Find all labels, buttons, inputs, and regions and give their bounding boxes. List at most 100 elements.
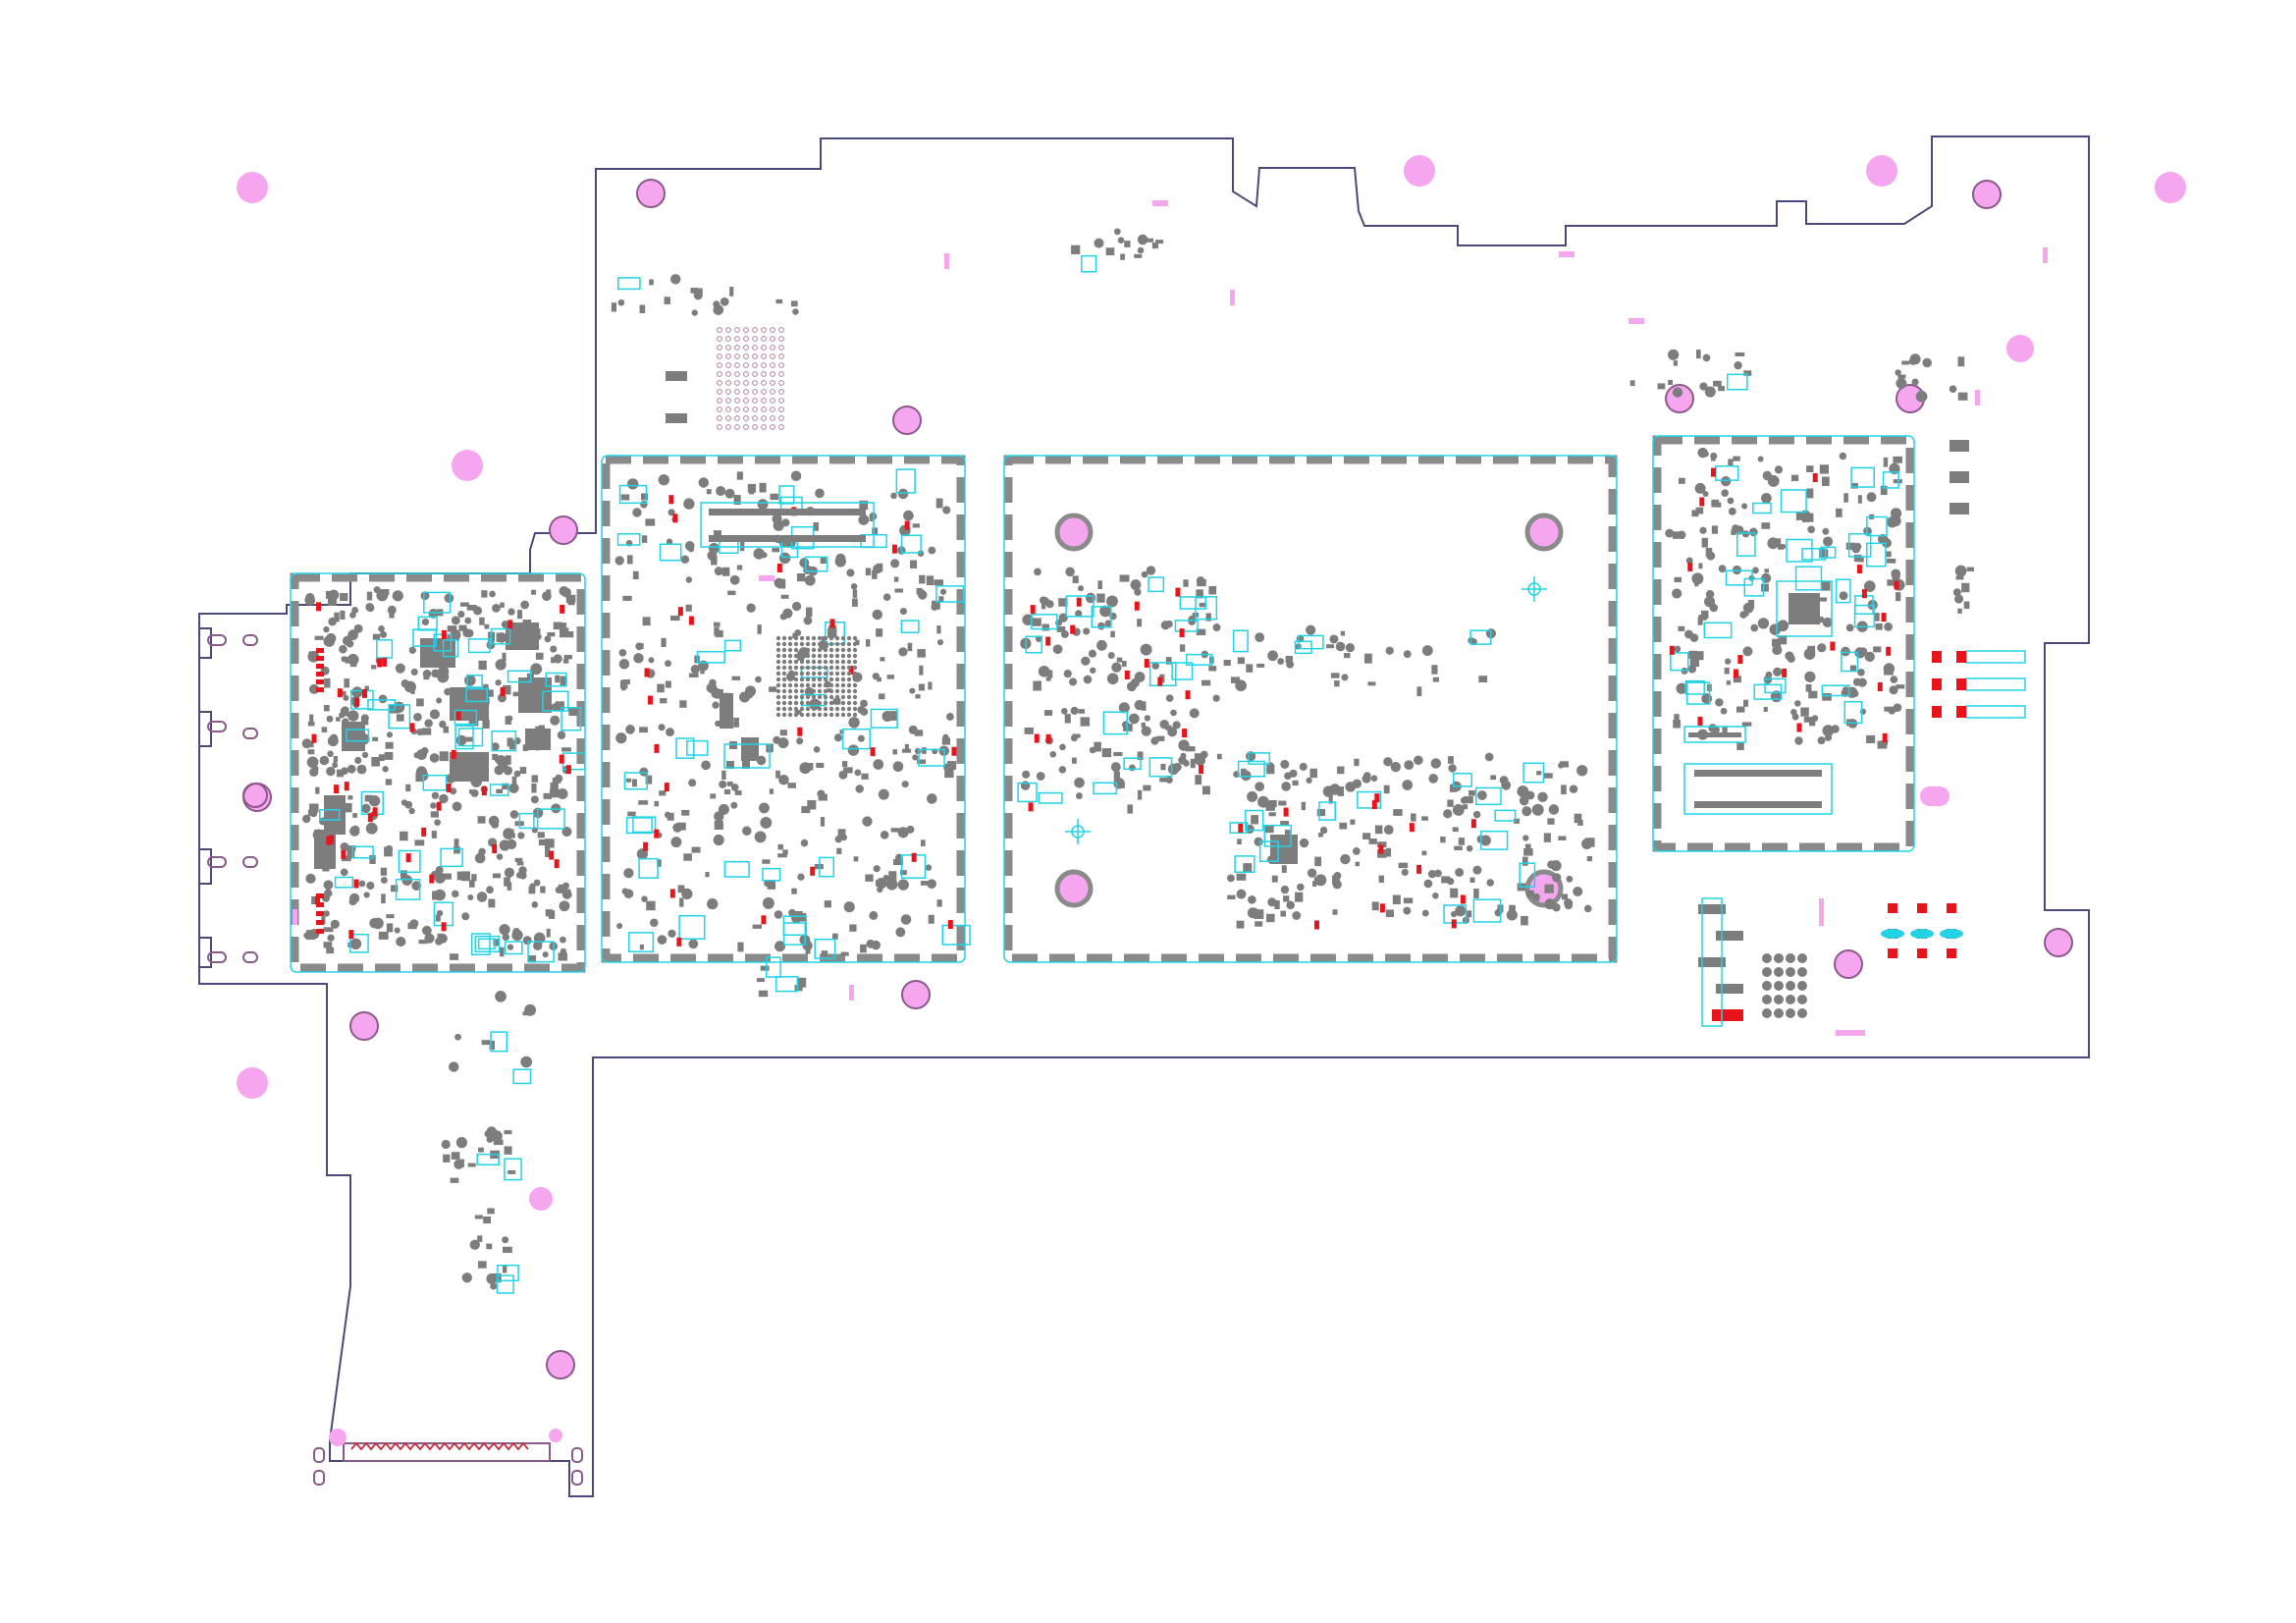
pad-icon — [1190, 758, 1196, 769]
pad-icon — [752, 345, 758, 351]
pad-icon — [560, 604, 565, 614]
pad-icon — [1952, 588, 1961, 597]
pad-icon — [1141, 726, 1151, 736]
pad-icon — [1522, 835, 1529, 841]
pad-icon — [1385, 847, 1392, 857]
pad-icon — [1774, 1008, 1784, 1018]
pad-icon — [639, 643, 644, 650]
pad-icon — [345, 802, 352, 813]
pad-icon — [345, 656, 349, 664]
pad-icon — [1484, 752, 1494, 762]
pad-icon — [343, 694, 349, 701]
pad-icon — [793, 665, 799, 671]
pad-icon — [1155, 240, 1164, 244]
pad-icon — [1735, 706, 1745, 713]
pad-icon — [770, 353, 775, 359]
pad-icon — [1058, 766, 1067, 774]
pad-icon — [713, 834, 724, 846]
pad-icon — [839, 730, 844, 734]
pad-icon — [540, 886, 546, 893]
pad-icon — [641, 493, 649, 501]
pad-icon — [481, 786, 487, 796]
pad-icon — [1697, 617, 1703, 625]
pad-icon — [559, 936, 566, 944]
pad-icon — [441, 629, 447, 639]
pad-icon — [1341, 674, 1349, 681]
pad-icon — [781, 676, 787, 682]
pad-icon — [1247, 790, 1258, 802]
pad-icon — [306, 756, 319, 769]
crosshair-marks — [1065, 576, 1547, 844]
pad-icon — [386, 914, 395, 919]
pad-icon — [793, 688, 799, 694]
pad-icon — [787, 688, 793, 694]
pad-icon — [479, 617, 485, 625]
pad-icon — [632, 508, 642, 517]
pad-icon — [324, 795, 346, 835]
pad-icon — [1350, 819, 1356, 825]
pad-icon — [1370, 775, 1378, 783]
pad-icon — [769, 686, 777, 692]
pad-icon — [365, 603, 374, 612]
pad-icon — [522, 620, 532, 625]
pad-icon — [823, 676, 828, 682]
pad-icon — [1685, 557, 1693, 565]
pad-icon — [1822, 725, 1835, 737]
pad-icon — [452, 801, 462, 812]
pad-icon — [531, 589, 537, 595]
pad-icon — [1787, 654, 1795, 663]
pad-icon — [846, 653, 852, 659]
pad-icon — [384, 751, 394, 760]
shield-cans — [290, 435, 1915, 973]
pad-icon — [1083, 627, 1091, 635]
pad-icon — [411, 881, 422, 891]
silkscreen-box — [762, 867, 781, 882]
shield-left — [290, 572, 586, 973]
silkscreen-box — [346, 729, 370, 742]
pad-icon — [1932, 678, 1942, 690]
pad-icon — [1306, 624, 1316, 635]
pad-icon — [1583, 904, 1592, 913]
pad-icon — [715, 629, 723, 638]
pad-icon — [828, 641, 834, 647]
pad-icon — [1049, 750, 1057, 758]
silkscreen-box — [765, 956, 781, 978]
pad-icon — [562, 659, 569, 664]
pad-icon — [1078, 709, 1086, 714]
pad-icon — [756, 978, 765, 983]
silkscreen-box — [1318, 801, 1336, 821]
pad-icon — [1157, 676, 1163, 686]
pad-icon — [386, 923, 394, 933]
pad-icon — [1072, 757, 1077, 764]
pad-icon — [1873, 613, 1880, 622]
pad-icon — [1034, 568, 1041, 576]
silkscreen-box — [1850, 466, 1875, 488]
silkscreen-box — [1232, 629, 1249, 653]
silkscreen-box — [1780, 489, 1807, 514]
pad-icon — [717, 424, 722, 430]
pad-icon — [1537, 791, 1548, 803]
silkscreen-box — [895, 468, 916, 494]
pad-icon — [611, 302, 617, 312]
pad-icon — [1150, 736, 1159, 745]
pad-icon — [778, 552, 791, 565]
pad-icon — [1668, 349, 1680, 360]
pad-icon — [504, 867, 515, 878]
pad-icon — [1175, 587, 1181, 597]
pad-icon — [670, 837, 682, 848]
pad-icon — [636, 848, 649, 860]
pad-icon — [759, 802, 770, 814]
pad-icon — [1548, 804, 1560, 815]
pad-icon — [1704, 596, 1716, 608]
pad-icon — [817, 671, 823, 676]
pad-icon — [1055, 619, 1063, 626]
pad-icon — [717, 327, 722, 333]
pad-icon — [416, 698, 424, 707]
pad-icon — [770, 493, 779, 501]
pad-icon — [1165, 694, 1174, 702]
silkscreen-box — [1882, 471, 1899, 489]
pad-icon — [781, 688, 787, 694]
pad-icon — [781, 682, 787, 688]
pad-icon — [625, 725, 635, 734]
pad-icon — [1884, 622, 1894, 631]
